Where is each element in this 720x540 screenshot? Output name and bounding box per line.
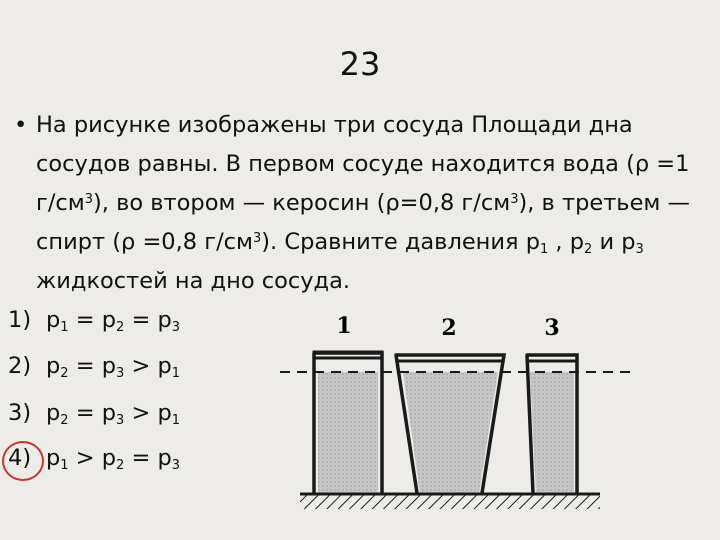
question-body: На рисунке изображены три сосуда Площади… [14, 106, 714, 301]
superscript: 3 [510, 192, 519, 207]
ground-hatch [300, 495, 600, 509]
subscript: 1 [60, 320, 69, 335]
question-fragment: ), в третьем — спирт (ρ =0,8 г/см [36, 190, 691, 255]
vessel-label-2: 2 [441, 315, 456, 341]
subscript: 1 [171, 413, 181, 428]
question-fragment: и p [592, 229, 636, 255]
question-fragment: ), во втором — керосин (ρ=0,8 г/см [93, 190, 511, 216]
subscript: 2 [116, 458, 125, 473]
subscript: 3 [171, 458, 181, 473]
subscript: 2 [584, 242, 593, 257]
answer-text: > p [124, 400, 172, 426]
answer-text: p [46, 353, 61, 379]
vessel-label-1: 1 [336, 313, 351, 339]
slide-number: 23 [339, 45, 381, 83]
subscript: 1 [60, 458, 69, 473]
subscript: 3 [116, 366, 125, 381]
vessel-2-rim [394, 353, 506, 363]
question-fragment: (ρ =1 г/см [36, 151, 690, 216]
vessel-label-3: 3 [544, 315, 559, 341]
question-fragment: ). Сравните давления p [261, 229, 540, 255]
bullet: • [14, 112, 28, 138]
subscript: 3 [635, 242, 644, 257]
answer-number: 3) [8, 400, 32, 426]
answer-option-3[interactable]: 3) p2 = p3 > p1 [8, 400, 181, 428]
vessel-1-rim [312, 350, 384, 360]
answer-text: = p [124, 445, 172, 471]
superscript: 3 [84, 192, 94, 207]
answer-text: > p [68, 445, 117, 471]
answer-text: p [46, 400, 61, 426]
question-fragment: , p [548, 229, 585, 255]
subscript: 2 [60, 413, 69, 428]
superscript: 3 [253, 231, 262, 246]
answer-option-1[interactable]: 1)p1 = p2 = p3 [8, 307, 181, 335]
question-fragment: жидкостей на дно сосуда. [36, 268, 351, 294]
subscript: 2 [116, 320, 125, 335]
vessel-3-rim [525, 353, 579, 363]
answer-text: = p [124, 307, 172, 333]
subscript: 2 [60, 366, 69, 381]
answer-text: p [46, 307, 61, 333]
answer-text: = p [68, 307, 117, 333]
answer-number: 2) [8, 353, 32, 379]
vessel-2-liquid [403, 372, 498, 493]
answer-text: = p [68, 353, 117, 379]
question-line: На рисунке изображены три сосуда Площади… [36, 112, 633, 177]
vessel-3-liquid [530, 372, 574, 493]
subscript: 3 [116, 413, 125, 428]
answer-option-4[interactable]: 4)p1 > p2 = p3 [8, 445, 181, 473]
answer-option-2[interactable]: 2) p2 = p3 > p1 [8, 353, 181, 381]
answer-text: > p [124, 353, 172, 379]
answer-text: p [46, 445, 61, 471]
subscript: 3 [171, 320, 181, 335]
vessel-1-liquid [318, 372, 378, 493]
question-text: • На рисунке изображены три сосуда Площа… [14, 106, 714, 301]
answer-text: = p [68, 400, 117, 426]
answer-number: 1) [8, 307, 32, 333]
selected-answer-circle [2, 441, 44, 481]
subscript: 1 [539, 242, 549, 257]
subscript: 1 [171, 366, 181, 381]
vessels-figure: 1 2 3 [280, 313, 632, 509]
